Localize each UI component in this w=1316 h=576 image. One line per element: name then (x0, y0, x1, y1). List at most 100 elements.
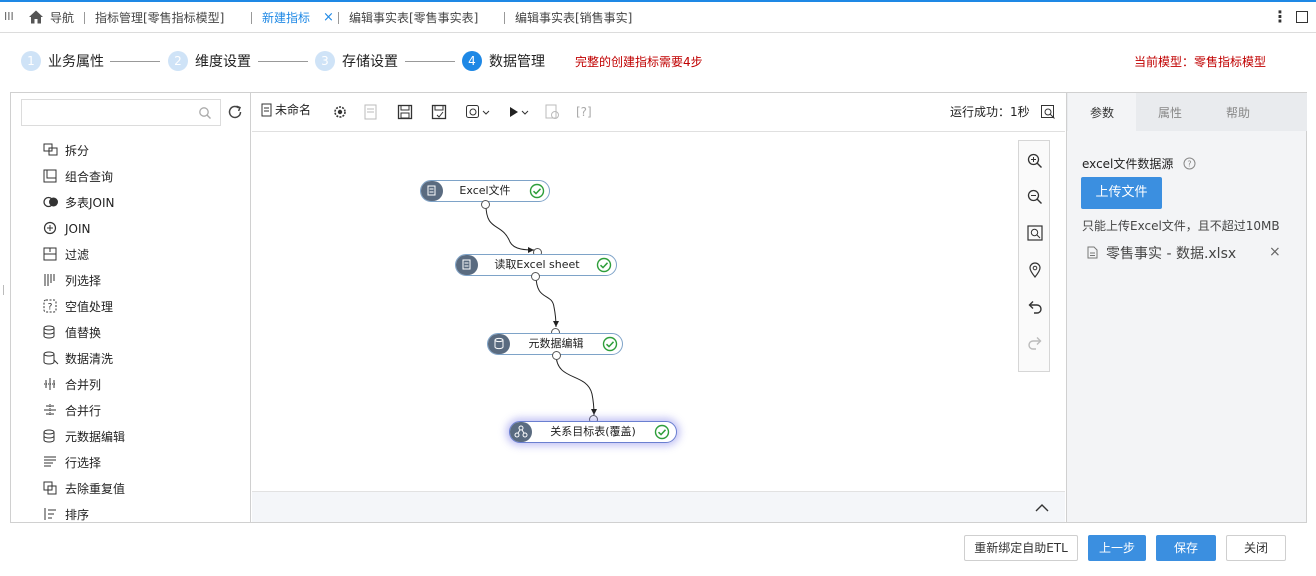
tool-item-merge-column[interactable]: 合并列 (43, 375, 101, 395)
tool-item-data-clean[interactable]: 数据清洗 (43, 349, 113, 369)
flow-node-label: Excel文件 (459, 184, 511, 197)
flow-node-label: 元数据编辑 (528, 337, 584, 350)
flow-canvas[interactable]: Excel文件 读取Excel sheet 元数据编辑 关系目标表(覆盖) (252, 132, 1065, 491)
flow-node-target-table[interactable]: 关系目标表(覆盖) (509, 421, 677, 443)
dedupe-icon (43, 481, 57, 495)
tab-navigation[interactable]: 导航 (50, 11, 75, 25)
step-label-business[interactable]: 业务属性 (48, 54, 104, 70)
tab-bar: III 导航 指标管理[零售指标模型] 新建指标 × 编辑事实表[零售事实表] … (0, 0, 1316, 33)
tool-item-column-select[interactable]: 列选择 (43, 271, 101, 291)
step-label-data-management[interactable]: 数据管理 (489, 54, 545, 70)
rebind-etl-button[interactable]: 重新绑定自助ETL (964, 535, 1078, 561)
merge-row-icon (44, 404, 56, 416)
step-number: 3 (315, 51, 335, 71)
menu-grip-icon[interactable]: III (4, 10, 14, 23)
chevron-up-icon[interactable] (1034, 502, 1050, 514)
remove-file-icon[interactable]: × (1269, 244, 1281, 260)
step-connector (258, 61, 308, 62)
metadata-db-icon (488, 334, 510, 354)
tool-item-row-select[interactable]: 行选择 (43, 453, 101, 473)
zoom-controls (1018, 140, 1050, 372)
run-settings-icon[interactable] (465, 104, 481, 120)
tab-parameters[interactable]: 参数 (1068, 93, 1136, 131)
properties-tabs: » 参数 属性 帮助 (1067, 93, 1307, 131)
flow-node-excel-file[interactable]: Excel文件 (420, 180, 550, 202)
tool-item-multi-join[interactable]: 多表JOIN (43, 193, 115, 213)
tool-item-sort[interactable]: 排序 (43, 505, 89, 522)
combined-query-icon (43, 169, 57, 183)
flow-name[interactable]: 未命名 (275, 103, 312, 117)
output-port[interactable] (481, 200, 490, 209)
help-bracket-icon[interactable]: [?] (576, 105, 592, 119)
tab-edit-retail-fact[interactable]: 编辑事实表[零售事实表] (349, 11, 479, 25)
save-icon[interactable] (397, 104, 413, 120)
help-circle-icon[interactable]: ? (1183, 157, 1196, 170)
tool-item-value-replace[interactable]: 值替换 (43, 323, 101, 343)
output-port[interactable] (531, 272, 540, 281)
tab-close-icon[interactable]: × (323, 10, 334, 25)
zoom-out-icon[interactable] (1026, 188, 1044, 206)
flow-edge (485, 204, 535, 253)
more-options-icon[interactable]: ⋮ (1272, 7, 1288, 26)
flow-node-label: 关系目标表(覆盖) (550, 425, 636, 438)
step-label-storage[interactable]: 存储设置 (342, 54, 398, 70)
step-number: 2 (168, 51, 188, 71)
upload-file-button[interactable]: 上传文件 (1081, 177, 1162, 209)
previous-step-button[interactable]: 上一步 (1088, 535, 1146, 561)
save-button[interactable]: 保存 (1156, 535, 1216, 561)
current-model-label: 当前模型：零售指标模型 (1134, 55, 1267, 69)
step-label-dimension[interactable]: 维度设置 (195, 54, 251, 70)
chevron-down-icon[interactable] (521, 104, 529, 120)
uploaded-file[interactable]: 零售事实 - 数据.xlsx (1087, 245, 1236, 263)
locate-icon[interactable] (1026, 261, 1044, 279)
tab-separator (251, 12, 252, 24)
tool-item-join[interactable]: JOIN (43, 219, 91, 239)
tool-item-merge-row[interactable]: 合并行 (43, 401, 101, 421)
step-number-active: 4 (462, 51, 482, 71)
tool-item-split[interactable]: 拆分 (43, 141, 89, 161)
undo-icon[interactable] (1026, 297, 1044, 315)
tool-label: 数据清洗 (65, 352, 114, 366)
tab-help[interactable]: 帮助 (1225, 106, 1250, 120)
tab-indicator-management[interactable]: 指标管理[零售指标模型] (95, 11, 225, 25)
fit-view-icon[interactable] (1026, 224, 1044, 242)
tool-item-combined-query[interactable]: 组合查询 (43, 167, 113, 187)
resize-handle[interactable] (3, 285, 5, 295)
excel-source-icon (421, 181, 443, 201)
zoom-in-icon[interactable] (1026, 152, 1044, 170)
tab-separator (84, 12, 85, 24)
row-select-icon (44, 456, 56, 467)
filter-icon (43, 247, 57, 261)
tool-search-input[interactable] (21, 99, 221, 126)
run-icon[interactable] (506, 104, 522, 120)
step-connector (405, 61, 455, 62)
split-icon (43, 143, 58, 156)
maximize-icon[interactable] (1296, 11, 1308, 23)
tab-properties[interactable]: 属性 (1157, 106, 1182, 120)
tool-item-dedupe[interactable]: 去除重复值 (43, 479, 125, 499)
tool-label: 合并列 (65, 378, 102, 392)
settings-gear-icon[interactable] (332, 104, 348, 120)
tool-item-filter[interactable]: 过滤 (43, 245, 89, 265)
tab-edit-sales-fact[interactable]: 编辑事实表[销售事实] (515, 11, 633, 25)
tool-item-null-handle[interactable]: ?空值处理 (43, 297, 113, 317)
search-icon[interactable] (198, 106, 212, 120)
tab-new-indicator[interactable]: 新建指标 (262, 11, 311, 25)
svg-text:?: ? (1188, 160, 1192, 169)
excel-source-heading: excel文件数据源 ? (1082, 155, 1196, 172)
flow-connectors (485, 204, 597, 416)
chevron-down-icon[interactable] (482, 104, 490, 120)
tab-separator (338, 12, 339, 24)
refresh-icon[interactable] (226, 103, 244, 121)
home-icon[interactable] (28, 9, 44, 25)
preview-icon[interactable] (1040, 104, 1056, 120)
close-button[interactable]: 关闭 (1226, 535, 1286, 561)
save-as-icon[interactable] (431, 104, 447, 120)
output-port[interactable] (552, 351, 561, 360)
tool-label: 元数据编辑 (65, 430, 126, 444)
value-replace-icon (43, 325, 55, 339)
redo-icon[interactable] (1026, 333, 1044, 351)
svg-text:?: ? (48, 303, 53, 313)
tool-panel: 拆分 组合查询 多表JOIN JOIN 过滤 列选择 ?空值处理 值替换 数据清… (11, 93, 251, 522)
tool-item-metadata-edit[interactable]: 元数据编辑 (43, 427, 125, 447)
